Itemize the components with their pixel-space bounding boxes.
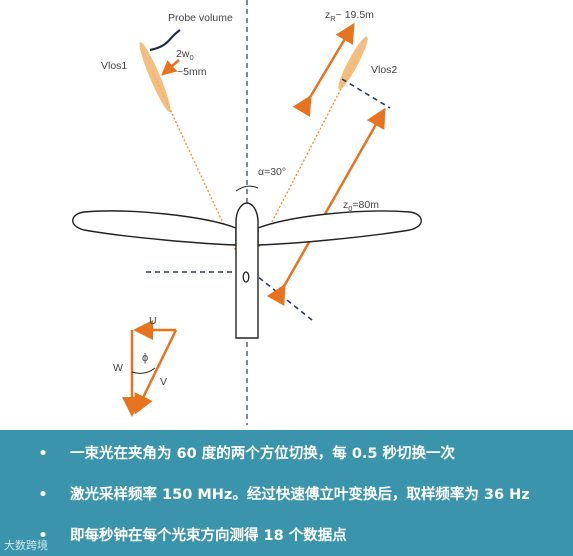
dash-line-top-right bbox=[341, 78, 391, 109]
w0-arrow bbox=[161, 59, 180, 76]
w0-label: 2w0 bbox=[176, 48, 194, 62]
probe-volume-right bbox=[338, 36, 368, 90]
aircraft-fuselage bbox=[235, 202, 259, 339]
bullet-dot: • bbox=[38, 446, 48, 462]
w-label: W bbox=[113, 362, 123, 374]
bullet-dot: • bbox=[38, 487, 48, 503]
phi-arc bbox=[131, 367, 156, 374]
z0-label: z0=80m bbox=[343, 199, 379, 213]
dash-line-bottom-right bbox=[251, 271, 313, 321]
bullet-panel: • 一束光在夹角为 60 度的两个方位切换，每 0.5 秒切换一次 • 激光采样… bbox=[0, 430, 573, 556]
lidar-head bbox=[242, 271, 250, 283]
bullet-item: • 一束光在夹角为 60 度的两个方位切换，每 0.5 秒切换一次 bbox=[0, 434, 573, 474]
zr-label: zR~ 19.5m bbox=[325, 9, 374, 23]
probe-volume-left bbox=[139, 41, 171, 113]
bullet-item: • 激光采样频率 150 MHz。经过快速傅立叶变换后，取样频率为 36 Hz bbox=[0, 475, 573, 515]
aircraft-wing-left bbox=[72, 210, 237, 246]
velocity-triangle bbox=[122, 320, 178, 417]
bullet-item: • 即每秒钟在每个光束方向测得 18 个数据点 bbox=[0, 516, 573, 556]
v-arrow bbox=[134, 329, 178, 415]
bullet-text: 即每秒钟在每个光束方向测得 18 个数据点 bbox=[70, 528, 347, 544]
bullet-dot: • bbox=[38, 528, 48, 544]
aircraft bbox=[72, 202, 422, 339]
alpha-arc bbox=[235, 185, 259, 192]
w0-size-label: ~5mm bbox=[177, 66, 207, 78]
zr-double-arrow bbox=[292, 22, 355, 118]
vlos2-label: Vlos2 bbox=[371, 64, 397, 76]
probe-volume-pointer bbox=[149, 29, 181, 52]
lidar-beam-diagram: Probe volume 2w0 ~5mm Vlos1 Vlos2 zR~ 19… bbox=[72, 0, 422, 425]
probe-volume-label: Probe volume bbox=[168, 12, 233, 24]
aircraft-wing-right bbox=[257, 210, 422, 246]
bullet-text: 一束光在夹角为 60 度的两个方位切换，每 0.5 秒切换一次 bbox=[70, 446, 456, 462]
vlos1-label: Vlos1 bbox=[101, 60, 127, 72]
alpha-label: α=30° bbox=[258, 166, 286, 178]
bullet-text: 激光采样频率 150 MHz。经过快速傅立叶变换后，取样频率为 36 Hz bbox=[70, 487, 530, 503]
v-label: V bbox=[160, 376, 167, 388]
z0-double-arrow bbox=[266, 107, 386, 306]
phi-label: ϕ bbox=[142, 352, 148, 364]
u-label: U bbox=[149, 315, 157, 327]
watermark: 大数跨境 bbox=[4, 539, 48, 552]
